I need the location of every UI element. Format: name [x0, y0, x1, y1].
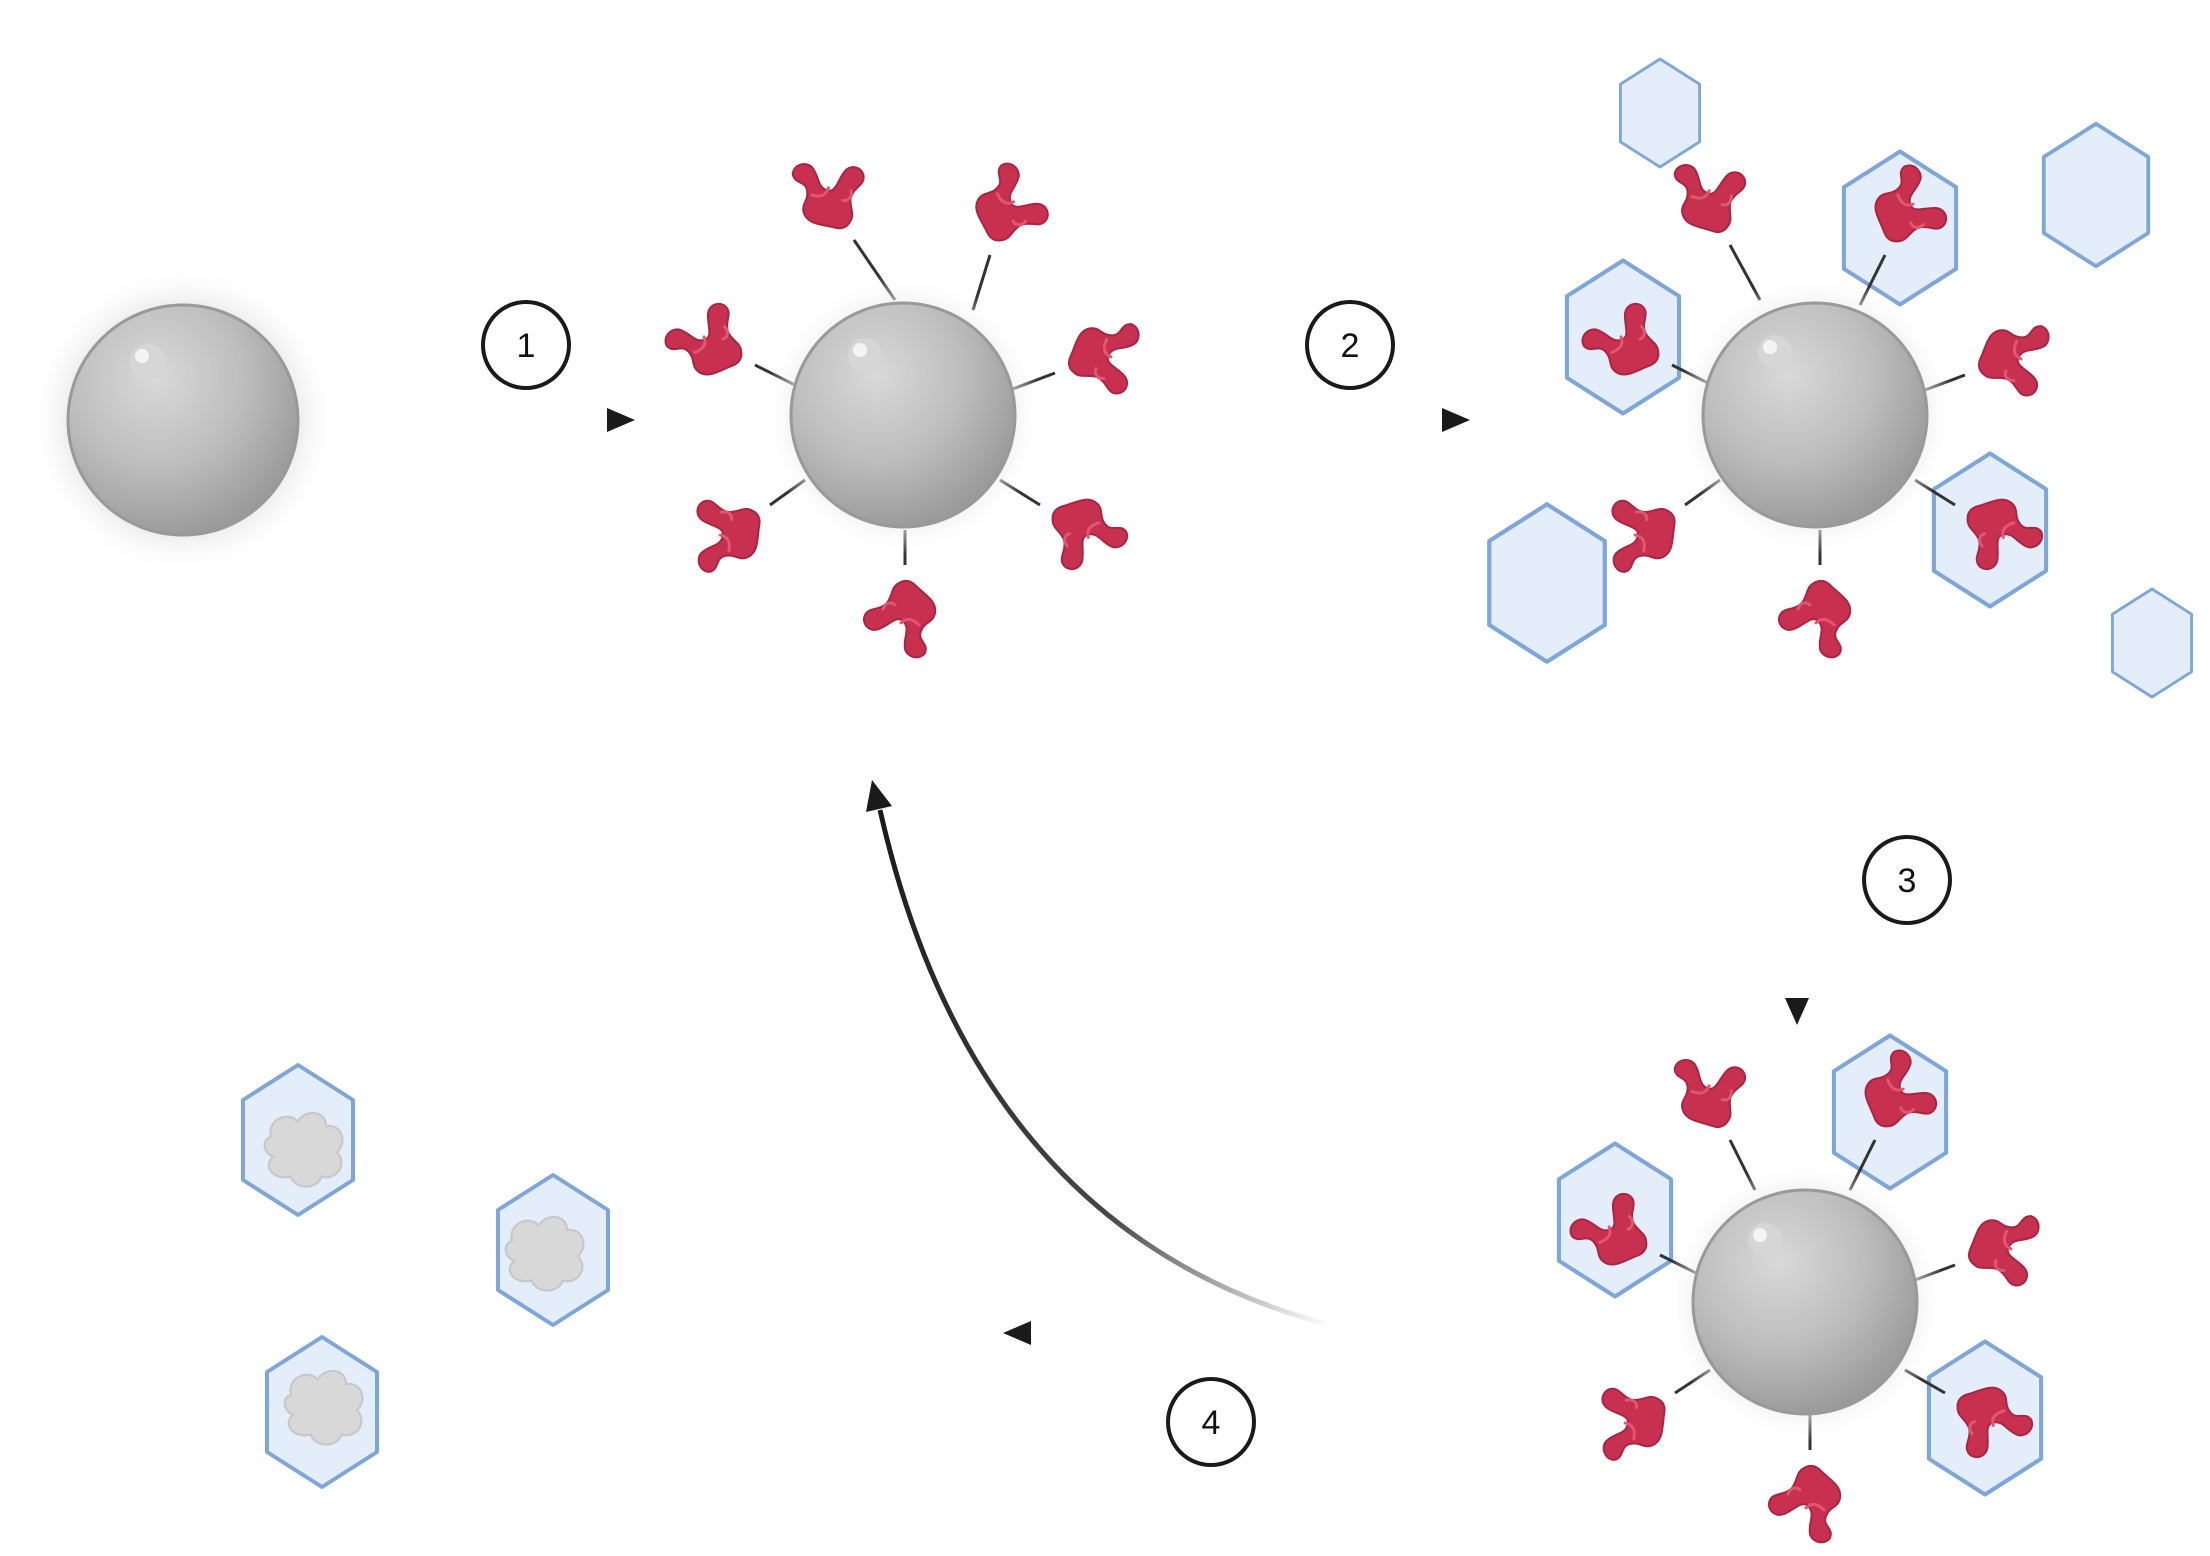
antigen-icon — [496, 1173, 610, 1327]
antigen-icon — [241, 1063, 355, 1217]
antigen-icon — [2110, 587, 2194, 699]
eluted-antigens-group — [241, 1063, 610, 1489]
arrow-step-4 — [1003, 1321, 1445, 1345]
step-1-label: 1 — [481, 300, 571, 390]
bare-bead-icon — [28, 265, 338, 575]
step-4-label: 4 — [1166, 1377, 1256, 1467]
antigen-icon — [1618, 57, 1702, 169]
capture-bead-icon — [1567, 142, 2068, 659]
antibody-bead-icon — [657, 137, 1158, 659]
antigen-icon — [1489, 504, 1605, 662]
step-1-number: 1 — [517, 327, 536, 365]
step-4-number: 4 — [1202, 1404, 1221, 1442]
arrow-step-3 — [1785, 740, 1809, 1025]
arrow-recycle — [866, 780, 1331, 1328]
arrow-step-2 — [1235, 408, 1470, 432]
step-3-number: 3 — [1898, 862, 1917, 900]
step-2-label: 2 — [1305, 300, 1395, 390]
antigen-icon — [265, 1335, 379, 1489]
antigen-icon — [2041, 121, 2151, 269]
step-2-number: 2 — [1341, 327, 1360, 365]
arrow-step-1 — [400, 408, 635, 432]
step-3-label: 3 — [1862, 835, 1952, 925]
bound-bead-icon — [1559, 1036, 2058, 1544]
